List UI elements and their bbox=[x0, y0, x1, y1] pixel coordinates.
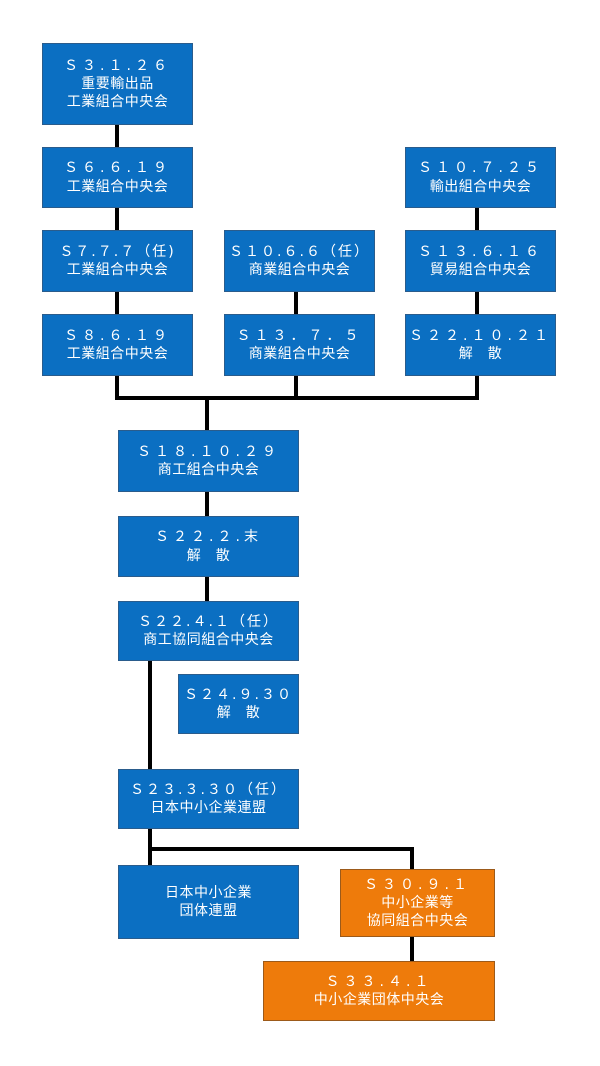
box-s22-4-1-date: Ｓ２２.４.１（任） bbox=[138, 613, 279, 630]
connector-merge-down bbox=[205, 396, 209, 430]
connector-s22-4-s23-3 bbox=[148, 661, 152, 769]
box-s33-4-1: Ｓ３３.４.１ 中小企業団体中央会 bbox=[263, 961, 495, 1021]
box-s6-6-19-date: Ｓ６.６.１９ bbox=[64, 160, 171, 177]
box-s10-7-25: Ｓ１０.７.２５ 輸出組合中央会 bbox=[405, 147, 556, 208]
box-s13-7-5-date: Ｓ１３．７．５ bbox=[236, 327, 363, 344]
connector-s30-s33 bbox=[410, 937, 414, 961]
connector-s10-6-s13-7 bbox=[294, 292, 298, 314]
connector-split-right-down bbox=[410, 847, 414, 869]
connector-split-horizontal bbox=[148, 847, 414, 851]
box-s23-3-30-name: 日本中小企業連盟 bbox=[150, 800, 267, 816]
box-s33-4-1-date: Ｓ３３.４.１ bbox=[325, 973, 433, 990]
box-s22-10-21-date: Ｓ２２.１０.２１ bbox=[409, 327, 552, 344]
box-s18-10-29-date: Ｓ１８.１０.２９ bbox=[137, 443, 280, 460]
box-s24-9-30-name: 解 散 bbox=[216, 705, 261, 721]
box-s6-6-19-name: 工業組合中央会 bbox=[66, 178, 169, 195]
box-s22-10-21: Ｓ２２.１０.２１ 解 散 bbox=[405, 314, 556, 376]
box-s8-6-19-date: Ｓ８.６.１９ bbox=[64, 327, 171, 344]
connector-s6-s7 bbox=[115, 208, 119, 230]
box-nihon-dantai-renmei-name2: 団体連盟 bbox=[179, 903, 238, 919]
box-s13-6-16: Ｓ１３.６.１６ 貿易組合中央会 bbox=[405, 230, 556, 292]
box-s7-7-7-date: Ｓ７.７.７（任) bbox=[59, 243, 176, 260]
box-s13-6-16-date: Ｓ１３.６.１６ bbox=[418, 243, 543, 260]
box-s10-6-6-name: 商業組合中央会 bbox=[248, 262, 351, 278]
connector-s22-10-down bbox=[475, 376, 479, 400]
connector-s18-s22-2 bbox=[205, 492, 209, 516]
box-s30-9-1-name1: 中小企業等 bbox=[381, 894, 454, 911]
connector-s13-7-down bbox=[294, 376, 298, 400]
box-s22-2-end: Ｓ２２.２.末 解 散 bbox=[118, 516, 299, 577]
connector-s8-down bbox=[115, 376, 119, 400]
connector-s3-s6 bbox=[115, 125, 119, 147]
box-nihon-dantai-renmei: 日本中小企業 団体連盟 bbox=[118, 865, 299, 939]
box-s24-9-30-date: Ｓ２４.９.３０ bbox=[184, 686, 293, 703]
box-s10-6-6: Ｓ１０.６.６（任） 商業組合中央会 bbox=[224, 230, 375, 292]
box-s7-7-7: Ｓ７.７.７（任) 工業組合中央会 bbox=[42, 230, 193, 292]
box-s10-7-25-name: 輸出組合中央会 bbox=[429, 178, 532, 195]
box-s3-1-26-name1: 重要輸出品 bbox=[81, 75, 154, 92]
connector-s10-7-s13-6 bbox=[475, 208, 479, 230]
connector-s22-2-s22-4 bbox=[205, 577, 209, 601]
box-s13-6-16-name: 貿易組合中央会 bbox=[429, 262, 532, 278]
box-s30-9-1-date: Ｓ３０.９.１ bbox=[364, 876, 471, 893]
box-s23-3-30-date: Ｓ２３.３.３０（任） bbox=[130, 781, 287, 798]
box-s7-7-7-name: 工業組合中央会 bbox=[66, 262, 169, 278]
connector-merge-horizontal bbox=[115, 396, 479, 400]
box-s8-6-19-name: 工業組合中央会 bbox=[66, 346, 169, 362]
box-s10-7-25-date: Ｓ１０.７.２５ bbox=[418, 160, 543, 177]
box-s18-10-29-name: 商工組合中央会 bbox=[157, 462, 260, 478]
box-s30-9-1: Ｓ３０.９.１ 中小企業等 協同組合中央会 bbox=[340, 869, 495, 937]
box-s22-4-1: Ｓ２２.４.１（任） 商工協同組合中央会 bbox=[118, 601, 299, 661]
box-s10-6-6-date: Ｓ１０.６.６（任） bbox=[229, 243, 370, 260]
box-s23-3-30: Ｓ２３.３.３０（任） 日本中小企業連盟 bbox=[118, 769, 299, 829]
box-s13-7-5: Ｓ１３．７．５ 商業組合中央会 bbox=[224, 314, 375, 376]
box-s24-9-30: Ｓ２４.９.３０ 解 散 bbox=[178, 674, 299, 734]
box-s30-9-1-name2: 協同組合中央会 bbox=[366, 913, 469, 930]
box-nihon-dantai-renmei-name1: 日本中小企業 bbox=[165, 884, 252, 901]
box-s3-1-26-name2: 工業組合中央会 bbox=[66, 94, 169, 111]
box-s33-4-1-name: 中小企業団体中央会 bbox=[313, 992, 445, 1008]
box-s22-10-21-name: 解 散 bbox=[458, 346, 503, 362]
connector-s7-s8 bbox=[115, 292, 119, 314]
box-s3-1-26: Ｓ３.１.２６ 重要輸出品 工業組合中央会 bbox=[42, 43, 193, 125]
box-s22-2-end-date: Ｓ２２.２.末 bbox=[155, 529, 262, 546]
connector-s13-6-s22-10 bbox=[475, 292, 479, 314]
box-s13-7-5-name: 商業組合中央会 bbox=[248, 346, 351, 362]
box-s22-4-1-name: 商工協同組合中央会 bbox=[143, 632, 274, 648]
box-s8-6-19: Ｓ８.６.１９ 工業組合中央会 bbox=[42, 314, 193, 376]
box-s6-6-19: Ｓ６.６.１９ 工業組合中央会 bbox=[42, 147, 193, 208]
box-s18-10-29: Ｓ１８.１０.２９ 商工組合中央会 bbox=[118, 430, 299, 492]
box-s3-1-26-date: Ｓ３.１.２６ bbox=[64, 57, 171, 74]
box-s22-2-end-name: 解 散 bbox=[186, 547, 231, 564]
